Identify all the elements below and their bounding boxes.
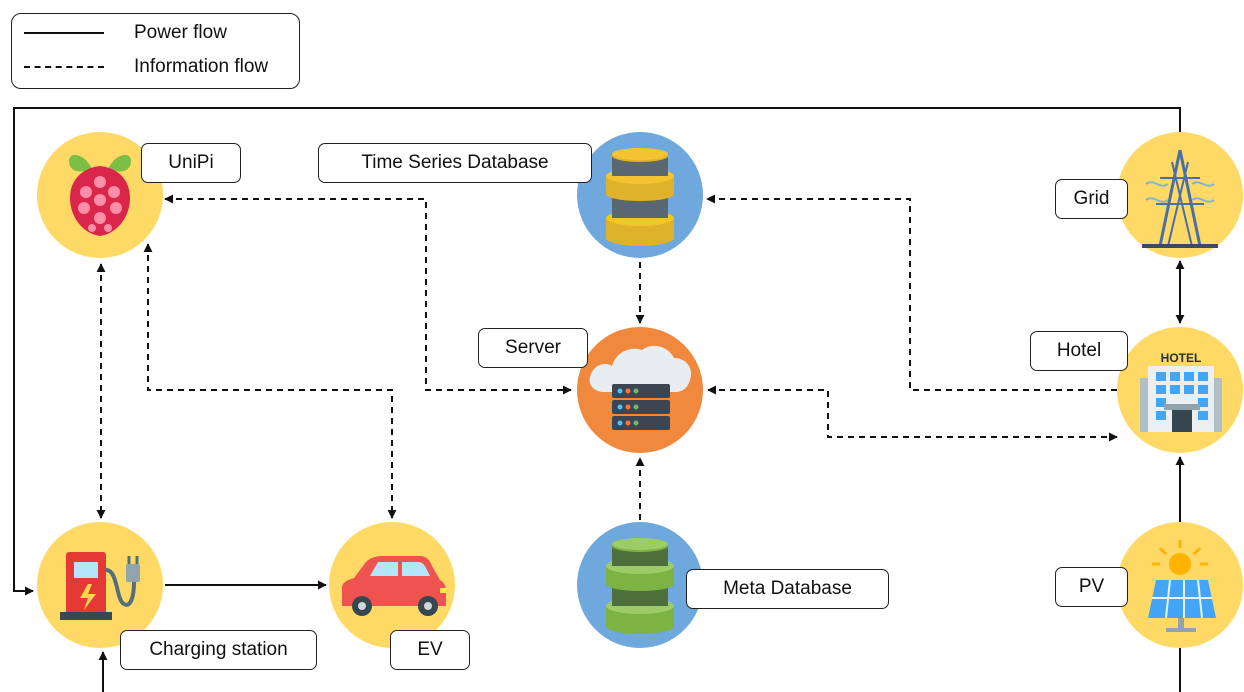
legend-information-label: Information flow — [134, 56, 269, 77]
raspberry-pi-icon — [68, 154, 132, 236]
solar-panel-icon — [1148, 540, 1216, 632]
time-series-db-label: Time Series Database — [318, 143, 592, 183]
pv-label: PV — [1055, 567, 1128, 607]
info-edge-unipi-ev — [143, 243, 397, 519]
server-label: Server — [478, 328, 588, 368]
charging-station-icon — [60, 552, 140, 620]
database-icon — [606, 148, 674, 246]
info-edge-unipi-server — [164, 194, 572, 395]
ev-label: EV — [390, 630, 470, 670]
power-tower-icon — [1142, 149, 1218, 248]
hotel-building-icon: HOTEL — [1140, 351, 1222, 432]
legend-item-power: Power flow — [12, 18, 227, 48]
info-edge-hotel-server — [707, 385, 1118, 442]
charging-station-label: Charging station — [120, 630, 317, 670]
grid-label: Grid — [1055, 179, 1128, 219]
solid-line-swatch — [24, 32, 104, 34]
hotel-sign-text: HOTEL — [1161, 351, 1202, 365]
cloud-server-icon — [589, 345, 692, 430]
information-flow-lines — [96, 194, 1118, 520]
power-edge-grid-charging — [13, 107, 1181, 596]
car-icon — [342, 556, 446, 616]
meta-db-label: Meta Database — [686, 569, 889, 609]
dashed-line-swatch — [24, 66, 104, 68]
power-flow-lines — [13, 107, 1185, 692]
legend-item-information: Information flow — [12, 52, 268, 82]
meta-database-icon — [606, 538, 674, 634]
legend-power-label: Power flow — [134, 22, 227, 43]
legend: Power flow Information flow — [11, 13, 300, 89]
hotel-label: Hotel — [1030, 331, 1128, 371]
unipi-label: UniPi — [141, 143, 241, 183]
